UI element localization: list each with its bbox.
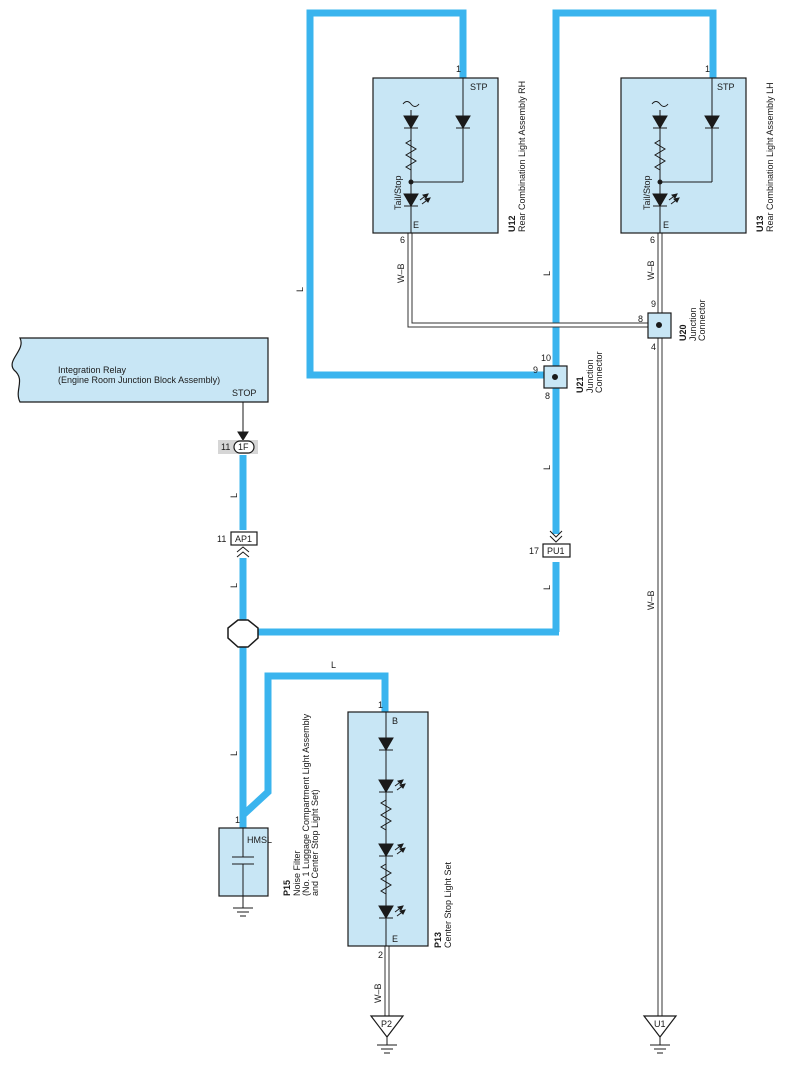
wire-label-wb-3: W–B (646, 590, 656, 610)
u12-pin6-num: 6 (400, 235, 405, 245)
wires-blue (239, 9, 717, 830)
ground-p2-label: P2 (381, 1019, 392, 1029)
p15-code: P15 (282, 880, 292, 896)
u12-rear-combination-light-rh: 1 STP 6 E Tail/Stop U12 Rear Combination… (372, 64, 527, 245)
p13-name: Center Stop Light Set (443, 861, 453, 948)
conn-1f-num: 11 (221, 442, 230, 452)
wire-label-wb-2: W–B (646, 260, 656, 280)
u21-name-2: Connector (594, 351, 604, 393)
integration-relay: Integration Relay (Engine Room Junction … (11, 337, 269, 403)
p13-pin-b: B (392, 716, 398, 726)
ground-p2: P2 (369, 1015, 405, 1054)
pu1-num: 17 (529, 546, 539, 556)
u13-code: U13 (755, 215, 765, 232)
wire-label-l-1: L (295, 287, 305, 292)
wire-label-l-4: L (542, 585, 552, 590)
conn-1f-label: 1F (238, 442, 249, 452)
p15-noise-filter: 1 HMSL P15 Noise Filter (No. 1 Luggage C… (218, 713, 320, 917)
u12-pin-stp: STP (470, 82, 488, 92)
u20-code: U20 (678, 324, 688, 341)
wire-label-wb-4: W–B (373, 983, 383, 1003)
p15-name-2: (No. 1 Luggage Compartment Light Assembl… (301, 713, 311, 896)
ap1-num: 11 (217, 534, 226, 544)
relay-pin-stop: STOP (232, 388, 256, 398)
u13-pin-e: E (663, 220, 669, 230)
connector-1f: 11 1F (218, 440, 258, 454)
p13-center-stop-light-set: 1 B 2 E P13 Center Stop Light Set (347, 700, 453, 960)
u21-code: U21 (575, 376, 585, 393)
p13-code: P13 (433, 932, 443, 948)
u20-name-1: Junction (688, 307, 698, 341)
u13-pin-stp: STP (717, 82, 735, 92)
u12-pin1-num: 1 (456, 64, 461, 74)
u21-pin9: 9 (533, 365, 538, 375)
connector-ap1: AP1 11 (217, 531, 258, 558)
wires-ground (384, 233, 663, 1016)
relay-title-2: (Engine Room Junction Block Assembly) (58, 375, 220, 385)
wire-label-l-6: L (229, 583, 239, 588)
wire-color-labels: L L L L L L L L W–B W–B W–B W–B (229, 260, 656, 1003)
p15-name-3: and Center Stop Light Set) (310, 789, 320, 896)
p13-pin-e: E (392, 934, 398, 944)
u20-name-2: Connector (697, 299, 707, 341)
wire-label-l-2: L (542, 271, 552, 276)
p15-pin-hmsl: HMSL (247, 835, 272, 845)
wire-label-l-5: L (229, 493, 239, 498)
ap1-label: AP1 (235, 534, 252, 544)
u21-name-1: Junction (585, 359, 595, 393)
u12-pin-e: E (413, 220, 419, 230)
u13-pin1-num: 1 (705, 64, 710, 74)
p15-pin1-num: 1 (235, 815, 240, 825)
ground-u1-label: U1 (654, 1019, 666, 1029)
u12-lamp-label: Tail/Stop (393, 175, 403, 210)
splice-octagon (227, 619, 259, 648)
ground-u1: U1 (642, 1015, 678, 1054)
p13-pin1-num: 1 (378, 700, 383, 710)
wire-label-wb-1: W–B (396, 263, 406, 283)
u13-lamp-label: Tail/Stop (642, 175, 652, 210)
u20-junction-connector: 9 8 4 U20 Junction Connector (638, 299, 707, 352)
u21-pin10: 10 (541, 353, 551, 363)
u13-name: Rear Combination Light Assembly LH (765, 82, 775, 232)
u21-pin8: 8 (545, 391, 550, 401)
u21-junction-connector: 10 9 8 U21 Junction Connector (533, 351, 604, 401)
u12-code: U12 (507, 215, 517, 232)
relay-title-1: Integration Relay (58, 365, 127, 375)
connector-pu1: PU1 17 (529, 530, 571, 558)
wire-label-l-7: L (229, 751, 239, 756)
p15-name-1: Noise Filter (292, 850, 302, 896)
u13-rear-combination-light-lh: 1 STP 6 E Tail/Stop U13 Rear Combination… (620, 64, 775, 245)
p13-pin2-num: 2 (378, 950, 383, 960)
wire-label-l-3: L (542, 465, 552, 470)
u20-pin4: 4 (651, 342, 656, 352)
u20-pin8: 8 (638, 314, 643, 324)
pu1-label: PU1 (547, 546, 565, 556)
u20-pin9: 9 (651, 299, 656, 309)
u13-pin6-num: 6 (650, 235, 655, 245)
u12-name: Rear Combination Light Assembly RH (517, 81, 527, 232)
wire-label-l-8: L (331, 660, 336, 670)
